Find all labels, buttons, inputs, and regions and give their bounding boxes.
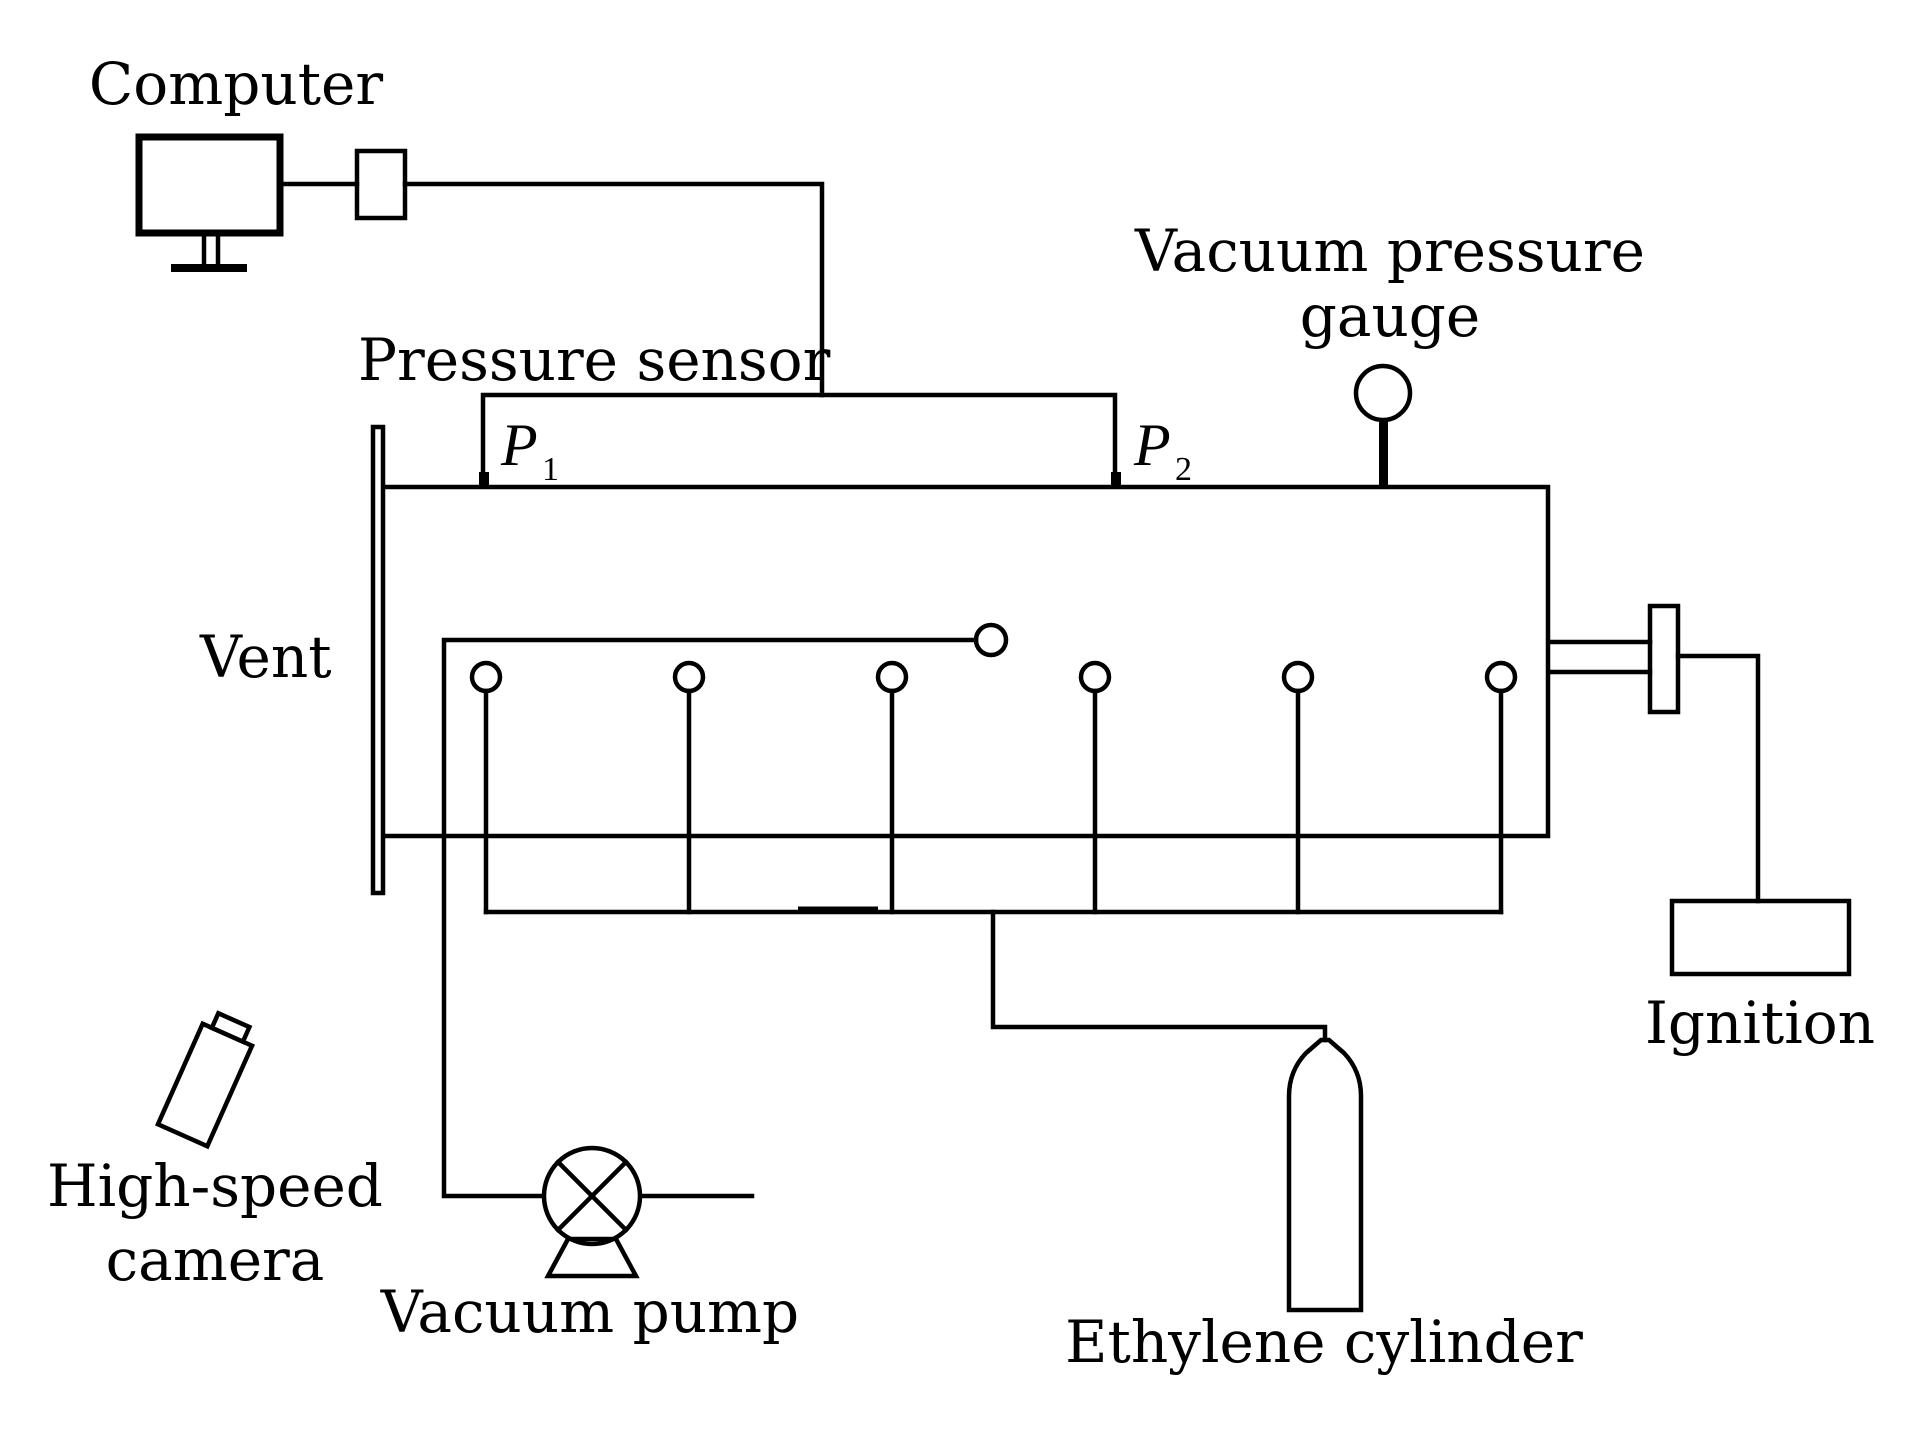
- gas-nozzle: [672, 660, 706, 694]
- camera-label-line1: High-speed: [47, 1152, 383, 1220]
- svg-text:P: P: [1133, 412, 1171, 478]
- computer-icon: [135, 133, 284, 272]
- vacuum-line: [441, 622, 1009, 1199]
- gas-nozzle: [1281, 660, 1315, 694]
- sensor-p1-marker: [479, 472, 489, 486]
- svg-text:1: 1: [542, 451, 559, 488]
- camera-label-line2: camera: [106, 1226, 325, 1294]
- vacuum-pump-icon: [541, 1145, 643, 1279]
- vent-label: Vent: [199, 623, 332, 691]
- ethylene-cylinder-label: Ethylene cylinder: [1065, 1308, 1583, 1376]
- duct-body: [384, 484, 1551, 839]
- svg-text:2: 2: [1175, 451, 1192, 488]
- vacuum-gauge-label-line1: Vacuum pressure: [1134, 217, 1645, 285]
- vacuum-gauge-label-line2: gauge: [1300, 282, 1481, 350]
- computer-label: Computer: [89, 50, 383, 118]
- gas-distribution-manifold: [469, 660, 1518, 1043]
- gas-nozzle: [1484, 660, 1518, 694]
- vent-plate: [370, 424, 386, 896]
- gas-nozzle: [875, 660, 909, 694]
- sensor-p2-label: P 2: [1133, 412, 1192, 488]
- data-acquisition-box: [354, 148, 408, 221]
- camera-icon: [154, 1010, 256, 1150]
- vacuum-pressure-gauge-icon: [1353, 363, 1413, 487]
- svg-text:P: P: [500, 412, 538, 478]
- sensor-p1-label: P 1: [500, 412, 559, 488]
- sensor-p2-marker: [1111, 472, 1121, 486]
- pressure-sensor-label-text: Pressure sensor: [358, 326, 831, 394]
- signal-wiring: [279, 148, 1118, 481]
- gas-nozzle: [1078, 660, 1112, 694]
- igniter-icon: [1547, 603, 1852, 977]
- ignition-label: Ignition: [1645, 989, 1875, 1057]
- ethylene-cylinder-icon: [1286, 1037, 1364, 1313]
- gas-nozzle: [469, 660, 503, 694]
- vacuum-pump-label: Vacuum pump: [380, 1278, 799, 1346]
